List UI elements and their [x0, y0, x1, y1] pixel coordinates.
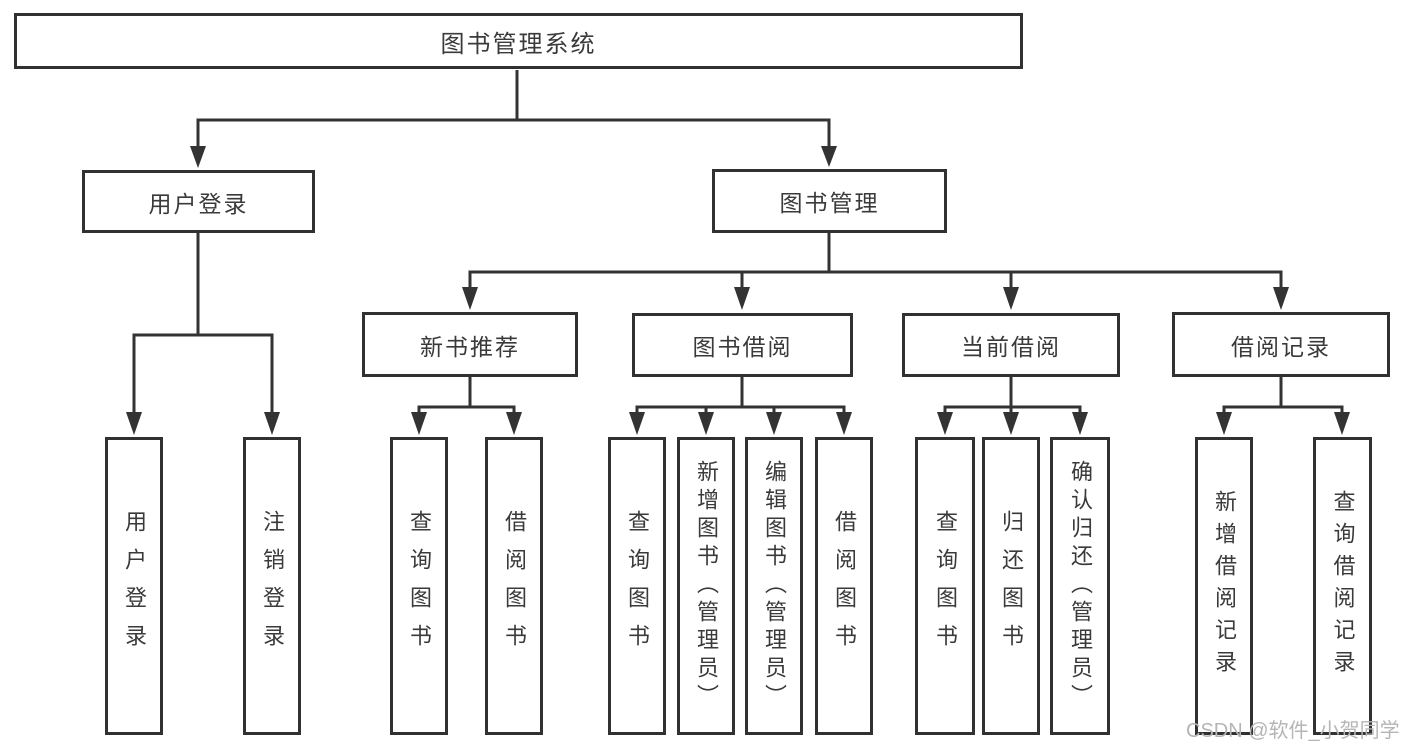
leaf-current-confirm-return-admin: 确认归还（管理员） [1050, 437, 1110, 735]
node-label: 新书推荐 [420, 333, 520, 360]
node-library-system: 图书管理系统 [14, 13, 1023, 69]
leaf-user-login: 用户登录 [105, 437, 163, 735]
leaf-label: 查询图书 [625, 510, 650, 662]
leaf-label: 查询图书 [407, 510, 432, 662]
leaf-label: 查询借阅记录 [1330, 490, 1356, 682]
node-label: 图书管理 [779, 190, 880, 216]
node-label: 图书借阅 [692, 334, 793, 360]
node-label: 图书管理系统 [440, 30, 597, 58]
connector-book-mgmt-to-level3 [462, 233, 1289, 310]
leaf-current-return-books: 归还图书 [982, 437, 1040, 735]
leaf-record-query-borrow-record: 查询借阅记录 [1313, 437, 1372, 735]
leaf-label: 新增图书（管理员） [694, 460, 719, 712]
connector-book-borrow-to-leaves [629, 377, 852, 435]
connector-borrow-record-to-leaves [1216, 377, 1350, 435]
leaf-record-add-borrow-record: 新增借阅记录 [1195, 437, 1253, 735]
connector-user-login-to-leaves [126, 233, 280, 435]
leaf-label: 新增借阅记录 [1212, 490, 1237, 682]
leaf-logout: 注销登录 [243, 437, 301, 735]
leaf-newbook-borrow-books: 借阅图书 [485, 437, 543, 735]
leaf-label: 编辑图书（管理员） [762, 460, 787, 712]
leaf-label: 借阅图书 [502, 510, 527, 662]
leaf-borrow-borrow-books: 借阅图书 [815, 437, 873, 735]
node-label: 借阅记录 [1231, 333, 1331, 360]
leaf-newbook-query-books: 查询图书 [390, 437, 448, 735]
node-user-login: 用户登录 [82, 170, 315, 233]
watermark: CSDN @软件_小贺同学 [1186, 720, 1400, 742]
leaf-label: 注销登录 [260, 510, 285, 662]
node-book-management: 图书管理 [712, 169, 947, 233]
leaf-label: 查询图书 [933, 510, 958, 662]
leaf-label: 用户登录 [122, 510, 147, 662]
leaf-borrow-edit-books-admin: 编辑图书（管理员） [745, 437, 803, 735]
leaf-label: 确认归还（管理员） [1068, 460, 1093, 712]
leaf-label: 归还图书 [999, 510, 1024, 662]
node-label: 用户登录 [148, 190, 249, 217]
leaf-label: 借阅图书 [832, 510, 857, 662]
node-new-book-recommend: 新书推荐 [362, 312, 578, 377]
node-book-borrowing: 图书借阅 [632, 313, 853, 377]
node-current-borrowing: 当前借阅 [902, 313, 1120, 377]
connector-new-book-to-leaves [411, 377, 522, 435]
node-label: 当前借阅 [961, 334, 1061, 360]
leaf-borrow-query-books: 查询图书 [608, 437, 666, 735]
connector-root-to-level2 [190, 70, 837, 168]
leaf-current-query-books: 查询图书 [915, 437, 975, 735]
leaf-borrow-add-books-admin: 新增图书（管理员） [677, 437, 735, 735]
node-borrowing-records: 借阅记录 [1172, 312, 1390, 377]
connector-current-borrow-to-leaves [937, 377, 1088, 435]
